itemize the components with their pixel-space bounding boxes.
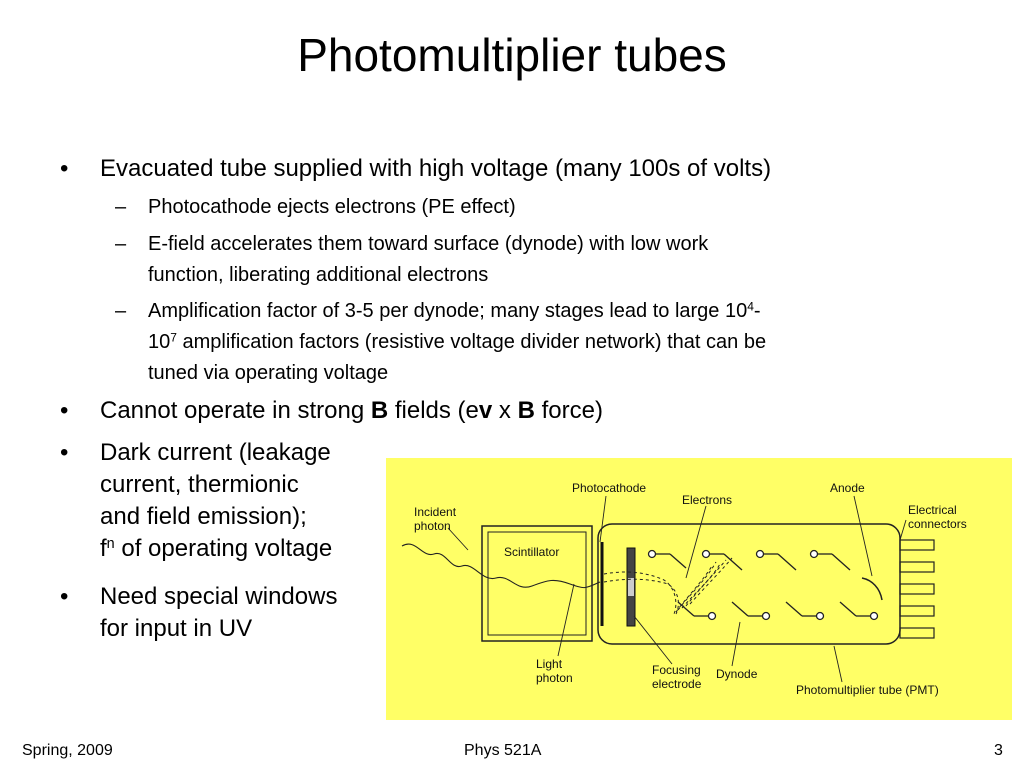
footer-course: Phys 521A	[464, 742, 542, 759]
connector-pin	[899, 539, 935, 551]
label-light-photon: photon	[536, 671, 573, 685]
label-connectors: connectors	[908, 517, 967, 531]
scintillator-inner	[487, 531, 587, 636]
connector-pin	[899, 583, 935, 595]
pmt-diagram: Photocathode Electrons Anode Incident ph…	[386, 458, 1012, 720]
label-electrons: Electrons	[682, 493, 732, 507]
label-incident-photon: photon	[414, 519, 451, 533]
label-incident: Incident	[414, 505, 457, 519]
electron-paths	[603, 557, 733, 615]
bullet-marker: •	[60, 439, 69, 466]
leader-lines	[447, 495, 907, 683]
incident-photon-wave	[401, 543, 601, 589]
connector-pin	[899, 627, 935, 639]
sub-bullet-text: E-field accelerates them toward surface …	[148, 233, 709, 255]
bullet-text: fn of operating voltage	[100, 535, 333, 562]
label-focusing: Focusing	[652, 663, 701, 677]
bullet-marker: •	[60, 155, 69, 182]
tube-envelope	[597, 523, 901, 645]
bullet-text: current, thermionic	[100, 471, 299, 498]
footer-date: Spring, 2009	[22, 742, 113, 759]
bullet-text: for input in UV	[100, 615, 253, 642]
bullet-text: Dark current (leakage	[100, 439, 331, 466]
sub-bullet-text: 107 amplification factors (resistive vol…	[148, 330, 767, 353]
bullet-text: and field emission);	[100, 503, 307, 530]
label-dynode: Dynode	[716, 667, 758, 681]
label-focusing-electrode: electrode	[652, 677, 702, 691]
label-scintillator: Scintillator	[504, 545, 559, 559]
scintillator-outer	[481, 525, 593, 642]
label-pmt: Photomultiplier tube (PMT)	[796, 683, 939, 697]
connector-pin	[899, 561, 935, 573]
sub-bullet-text: Photocathode ejects electrons (PE effect…	[148, 196, 516, 218]
dash-marker: –	[115, 196, 127, 218]
lower-dynodes	[677, 601, 879, 621]
bullet-text: Cannot operate in strong B fields (ev x …	[100, 397, 603, 424]
sub-bullet-text: Amplification factor of 3-5 per dynode; …	[148, 299, 761, 322]
label-light: Light	[536, 657, 563, 671]
bullet-text: Need special windows	[100, 583, 338, 610]
sub-bullet-text: tuned via operating voltage	[148, 362, 389, 384]
sub-bullet-text: function, liberating additional electron…	[148, 264, 489, 286]
label-anode: Anode	[830, 481, 865, 495]
connector-pin	[899, 605, 935, 617]
pmt-diagram-svg: Photocathode Electrons Anode Incident ph…	[401, 481, 967, 697]
footer-page-number: 3	[994, 742, 1003, 759]
slide-title: Photomultiplier tubes	[297, 29, 727, 81]
connector-pins	[899, 539, 935, 639]
bullet-marker: •	[60, 397, 69, 424]
dash-marker: –	[115, 300, 127, 322]
bullet-text: Evacuated tube supplied with high voltag…	[100, 155, 772, 182]
label-photocathode: Photocathode	[572, 481, 646, 495]
bullet-marker: •	[60, 583, 69, 610]
upper-dynodes	[647, 549, 851, 571]
label-electrical: Electrical	[908, 503, 957, 517]
dash-marker: –	[115, 233, 127, 255]
anode	[861, 577, 883, 601]
focusing-electrode-gap	[628, 578, 634, 596]
